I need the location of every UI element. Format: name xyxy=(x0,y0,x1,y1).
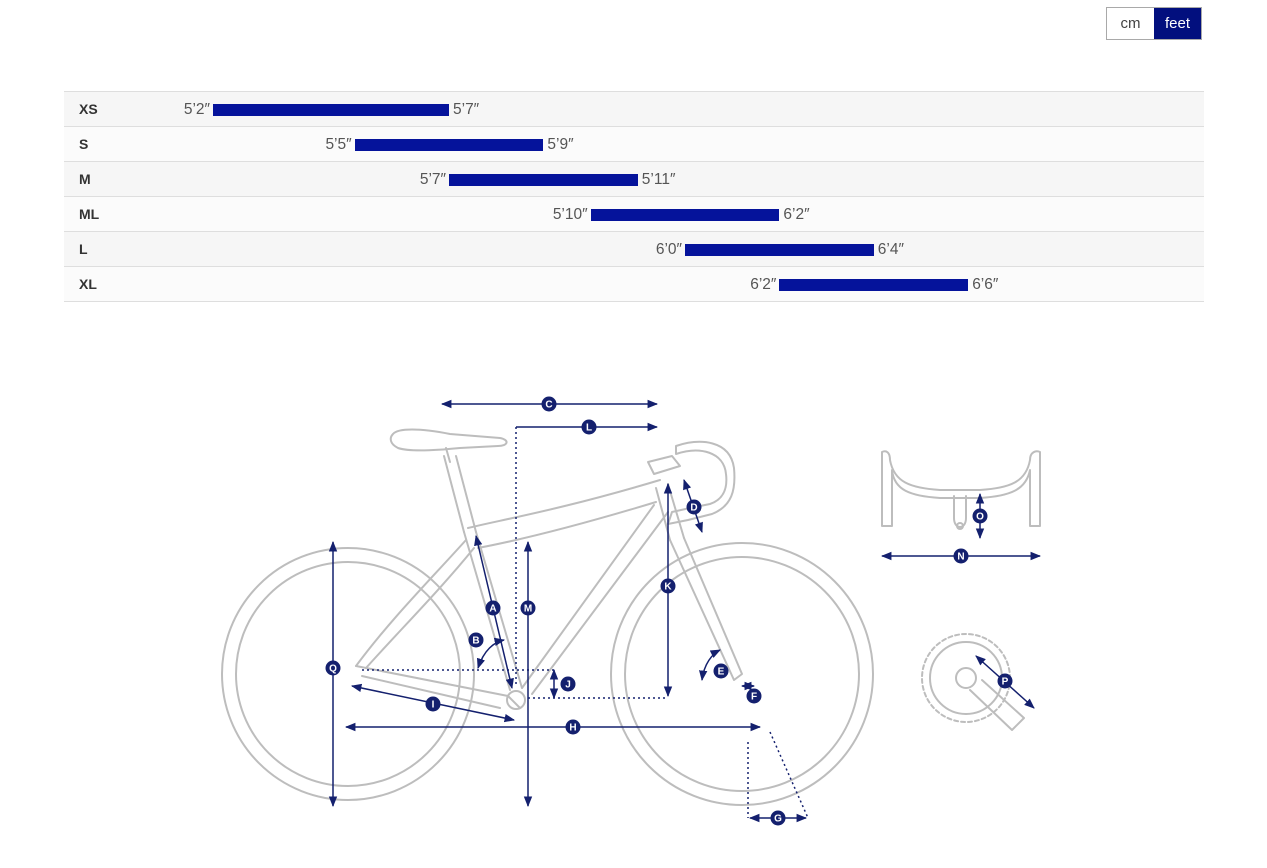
unit-option-cm[interactable]: cm xyxy=(1120,15,1141,32)
size-label: XL xyxy=(79,276,97,292)
seat-stay xyxy=(355,539,475,669)
size-row: L 6’0″ 6’4″ xyxy=(64,231,1204,266)
range-min: 5’5″ xyxy=(325,136,352,153)
size-row: S 5’5″ 5’9″ xyxy=(64,126,1204,161)
marker-label: L xyxy=(586,423,592,434)
marker-p: P xyxy=(997,673,1013,689)
stem xyxy=(647,455,681,475)
size-label: ML xyxy=(79,206,100,222)
marker-q: Q xyxy=(325,660,341,676)
range-bar xyxy=(779,279,969,291)
handlebar xyxy=(667,440,736,525)
marker-j: J xyxy=(560,676,576,692)
range-max: 5’7″ xyxy=(453,101,480,118)
range-max: 5’11″ xyxy=(641,171,676,188)
marker-label: E xyxy=(718,667,725,678)
head-tube xyxy=(655,483,685,541)
size-label: S xyxy=(79,136,89,152)
marker-f: F xyxy=(746,688,762,704)
range-bar xyxy=(449,174,638,186)
size-label: L xyxy=(79,241,88,257)
marker-n: N xyxy=(953,548,969,564)
marker-h: H xyxy=(565,719,581,735)
marker-a: A xyxy=(485,600,501,616)
marker-d: D xyxy=(686,499,702,515)
marker-o: O xyxy=(972,508,988,524)
marker-label: C xyxy=(545,400,552,411)
range-max: 6’2″ xyxy=(783,206,810,223)
marker-c: C xyxy=(541,396,557,412)
bike-drawing xyxy=(221,428,1041,806)
marker-label: G xyxy=(774,814,782,825)
marker-label: O xyxy=(976,512,984,523)
marker-i: I xyxy=(425,696,441,712)
size-row: XS 5’2″ 5’7″ xyxy=(64,91,1204,126)
bottom-bracket xyxy=(506,690,526,710)
marker-label: H xyxy=(569,723,576,734)
marker-label: F xyxy=(751,692,757,703)
size-row: XL 6’2″ 6’6″ xyxy=(64,266,1204,302)
range-max: 6’6″ xyxy=(972,276,999,293)
range-min: 5’2″ xyxy=(183,101,210,118)
rear-rim xyxy=(235,561,461,787)
marker-m: M xyxy=(520,600,536,616)
rear-wheel xyxy=(221,547,475,801)
down-tube xyxy=(521,504,669,695)
unit-option-feet[interactable]: feet xyxy=(1154,8,1201,39)
marker-label: D xyxy=(690,503,697,514)
range-min: 5’7″ xyxy=(419,171,446,188)
marker-b: B xyxy=(468,632,484,648)
range-bar xyxy=(685,244,874,256)
size-label: XS xyxy=(79,101,98,117)
range-max: 6’4″ xyxy=(877,241,904,258)
size-label: M xyxy=(79,171,91,187)
handlebar-front-view xyxy=(881,450,1041,527)
marker-label: B xyxy=(472,636,479,647)
size-chart: XS 5’2″ 5’7″ S 5’5″ 5’9″ M 5’7″ 5’11″ ML… xyxy=(64,91,1204,302)
marker-label: N xyxy=(957,552,964,563)
range-bar xyxy=(213,104,449,116)
marker-label: P xyxy=(1002,677,1009,688)
unit-toggle: cm feet xyxy=(1106,7,1202,40)
front-rim xyxy=(624,556,860,792)
marker-label: M xyxy=(524,604,532,615)
chainring xyxy=(921,633,1011,723)
range-min: 6’2″ xyxy=(750,276,777,293)
size-row: M 5’7″ 5’11″ xyxy=(64,161,1204,196)
marker-g: G xyxy=(770,810,786,826)
marker-e: E xyxy=(713,663,729,679)
marker-label: A xyxy=(489,604,496,615)
fork xyxy=(669,537,743,681)
size-row: ML 5’10″ 6’2″ xyxy=(64,196,1204,231)
dimension-lines xyxy=(328,399,1042,823)
range-bar xyxy=(590,209,780,221)
marker-label: K xyxy=(664,582,672,593)
saddle xyxy=(389,428,508,452)
range-min: 6’0″ xyxy=(655,241,682,258)
range-max: 5’9″ xyxy=(547,136,574,153)
marker-l: L xyxy=(581,419,597,435)
marker-label: Q xyxy=(329,664,337,675)
dimension-markers: A B C D E F G H I J K L M N O P Q xyxy=(325,396,1013,826)
range-min: 5’10″ xyxy=(552,206,588,223)
marker-label: J xyxy=(565,680,571,691)
range-bar xyxy=(354,139,544,151)
marker-k: K xyxy=(660,578,676,594)
front-wheel xyxy=(610,542,874,806)
marker-label: I xyxy=(432,700,435,711)
